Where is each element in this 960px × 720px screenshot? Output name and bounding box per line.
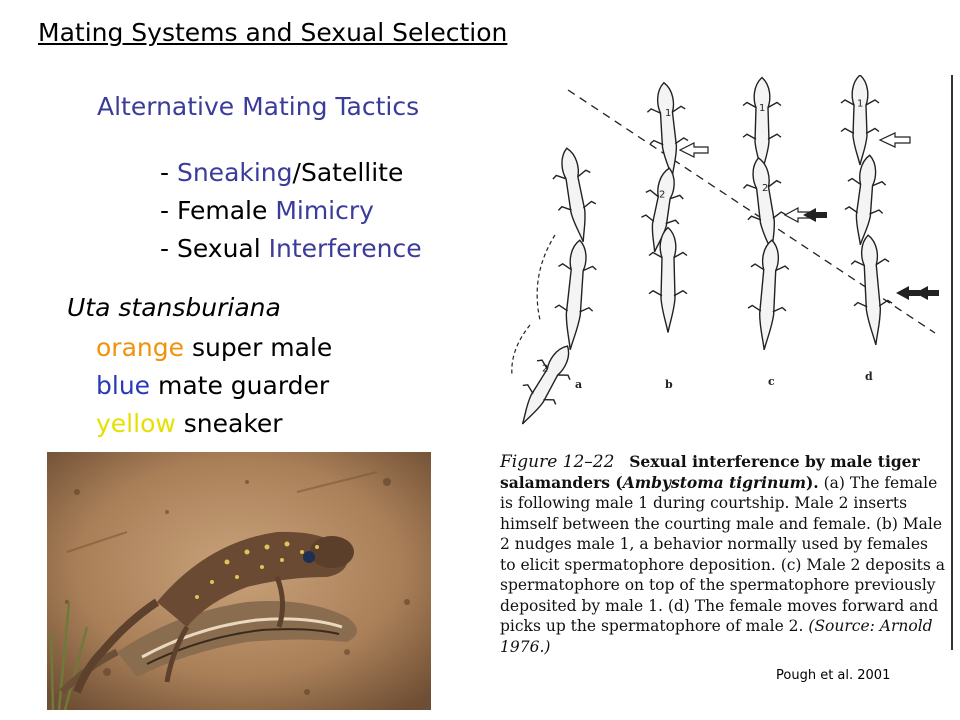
tactic-prefix: - Female [160,196,276,225]
caption-bold: Sexual interference by male tiger salama… [500,452,920,492]
tactic-item: - Sexual Interference [160,234,422,263]
salamander-drawing [742,76,782,173]
slide-subtitle: Alternative Mating Tactics [97,92,420,121]
salamander-drawing [648,226,688,333]
male-label: 2 [762,183,768,194]
panel-label: d [865,370,873,383]
morph-role: mate guarder [150,371,330,400]
salamander-drawing [554,239,597,350]
panel-label: c [768,375,775,388]
morph-role: sneaker [175,409,283,438]
morph-orange: orange super male [96,333,332,362]
tactic-rest: /Satellite [292,158,404,187]
caption-species: Ambystoma tigrinum [622,472,806,492]
male-label: 2 [542,364,548,375]
morph-color-word: blue [96,371,151,400]
male-label: 2 [659,189,665,200]
tactic-item: - Sneaking/Satellite [160,158,403,187]
panel-label: b [665,378,673,391]
salamander-drawing [840,74,880,166]
morph-blue: blue mate guarder [96,371,329,400]
male-label: 1 [665,108,671,119]
lizard-photo-art [47,452,431,710]
salamander-drawing [747,239,790,351]
lizard-upper [73,531,354,694]
salamander-figure-art: 2 1 2 1 2 1 a b c d [511,74,939,425]
salamander-drawing [742,157,786,253]
salamander-drawing [844,154,887,245]
tactic-prefix: - Sexual [160,234,269,263]
morph-color-word: orange [96,333,184,362]
slide-title: Mating Systems and Sexual Selection [38,18,508,47]
salamander-drawing [641,167,684,253]
caption-body: (a) The female is following male 1 durin… [500,473,945,636]
lizard-photo [47,452,431,710]
salamander-drawing [646,81,689,178]
divider-line [951,75,953,650]
caption-figure-label: Figure 12–22 [500,452,615,472]
figure-caption: Figure 12–22 Sexual interference by male… [500,452,948,657]
caption-bold-end: ). [805,472,819,492]
tactic-highlight: Mimicry [275,196,374,225]
salamander-figure: 2 1 2 1 2 1 a b c d [500,74,955,440]
citation: Pough et al. 2001 [776,668,891,683]
morph-color-word: yellow [96,409,176,438]
salamander-drawing [850,234,893,346]
tactic-prefix: - [160,158,177,187]
tactic-highlight: Sneaking [176,158,293,187]
panel-label: a [575,378,582,391]
salamander-drawing [521,345,571,425]
male-label: 1 [759,103,765,114]
morph-role: super male [184,333,333,362]
morph-yellow: yellow sneaker [96,409,283,438]
caption-source: (Source: Arnold 1976.) [500,617,933,656]
tactic-highlight: Interference [268,234,422,263]
species-name: Uta stansburiana [67,293,281,322]
tactic-item: - Female Mimicry [160,196,374,225]
male-label: 1 [857,99,863,110]
salamander-drawing [552,147,597,243]
